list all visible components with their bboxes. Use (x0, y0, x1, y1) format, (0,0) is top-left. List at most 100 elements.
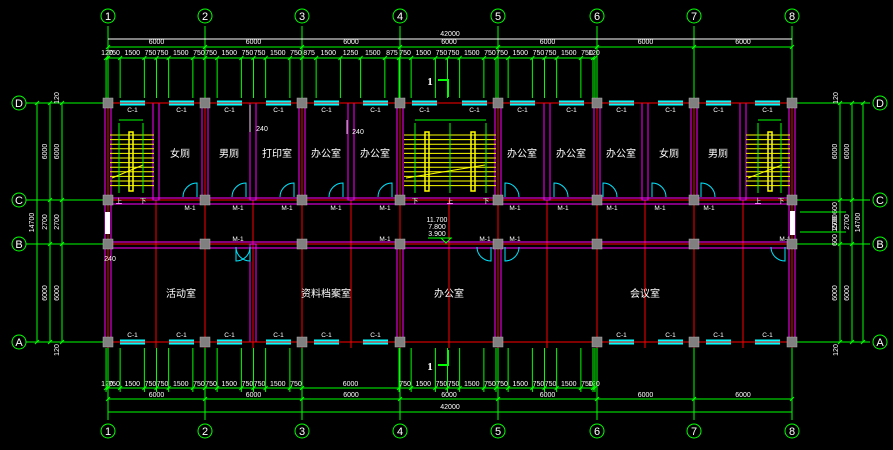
column (102, 97, 114, 109)
door-m1 (279, 182, 295, 198)
column (296, 97, 308, 109)
dim-bottom-detail-label: 750 (254, 381, 266, 388)
axis-bubble-5-top-label: 5 (495, 11, 501, 23)
dim-top-detail-label: 1500 (561, 50, 577, 57)
door-label: M-1 (379, 236, 391, 243)
dim-bottom-detail-label: 1500 (415, 381, 431, 388)
section-mark-top-label: 1 (427, 76, 433, 88)
door-m1 (770, 246, 786, 262)
dim-top-detail-label: 750 (145, 50, 157, 57)
stair-center-direction-label: 下 (412, 197, 419, 205)
column (688, 97, 700, 109)
dim-top-detail-label: 750 (533, 50, 545, 57)
column (394, 336, 406, 348)
door-label: M-1 (184, 205, 196, 212)
dim-top-bay-label: 6000 (540, 39, 556, 46)
section-mark-top (438, 79, 449, 97)
dim-right-total-tick (860, 339, 866, 345)
columns (102, 97, 798, 348)
stair-center-direction-label: 上 (447, 196, 454, 205)
dim-bottom-detail-label: 750 (399, 381, 411, 388)
door-m1 (377, 182, 393, 198)
column (492, 97, 504, 109)
dim-right-bay-tick (837, 100, 843, 106)
dim-top-bay-label: 6000 (441, 39, 457, 46)
axis-bubble-A-right (872, 334, 888, 350)
axis-bubble-8-top (784, 8, 800, 24)
dim-left-bay-tick (47, 339, 53, 345)
axis-bubble-6-bottom (589, 423, 605, 439)
stair-center-direction-label: 下 (483, 197, 490, 205)
dim-bottom-detail-label: 1500 (173, 381, 189, 388)
dim-top-detail-label: 1500 (512, 50, 528, 57)
wall-thickness-note: 240 (352, 129, 364, 136)
room-label-north: 办公室 (606, 147, 636, 160)
door-m1 (476, 246, 492, 262)
dim-left-bay-tick (47, 100, 53, 106)
dim-right-detail-tick (849, 100, 855, 106)
dim-right-bay-tick (837, 197, 843, 203)
dim-bottom-detail-label: 750 (533, 381, 545, 388)
axis-bubble-6-top (589, 8, 605, 24)
column (394, 194, 406, 206)
column (591, 336, 603, 348)
window-label: C-1 (469, 107, 480, 114)
dim-left-bay-tick (47, 197, 53, 203)
dim-bottom-bay-tick (789, 396, 795, 402)
axis-bubble-B-right (872, 236, 888, 252)
column (296, 336, 308, 348)
door-label: M-1 (232, 236, 244, 243)
stair-west-cut-line (111, 164, 144, 179)
dim-left-detail-label: 6000 (54, 144, 61, 160)
column (296, 238, 308, 250)
window-label: C-1 (321, 332, 332, 339)
axis-bubble-4-bottom (392, 423, 408, 439)
dim-top-bay-tick (105, 44, 111, 50)
column (199, 194, 211, 206)
dim-bottom-detail-label: 750 (484, 381, 496, 388)
axis-bubble-8-bottom (784, 423, 800, 439)
window-end-west (105, 212, 110, 234)
dim-right-detail-label: 6000 (844, 285, 851, 301)
door-m1 (235, 246, 251, 262)
axis-bubble-7-bottom-label: 7 (691, 426, 697, 438)
window-label: C-1 (224, 332, 235, 339)
dim-bottom-detail-label: 120 (101, 381, 113, 388)
door-label: M-1 (479, 236, 491, 243)
dim-bottom-detail-label: 750 (545, 381, 557, 388)
dim-bottom-bay-tick (202, 396, 208, 402)
dim-top-bay-label: 6000 (149, 39, 165, 46)
room-label-south: 活动室 (166, 287, 196, 300)
axis-bubble-C-right-label: C (876, 195, 884, 207)
window-label: C-1 (370, 107, 381, 114)
dim-left-detail-tick (59, 241, 65, 247)
window-label: C-1 (616, 332, 627, 339)
axis-bubble-A-right-label: A (876, 337, 884, 349)
stair-west-direction-label: 下 (140, 197, 147, 205)
window-label: C-1 (419, 107, 430, 114)
section-mark-bottom-label: 1 (427, 361, 433, 373)
door-label: M-1 (509, 236, 521, 243)
door-label: M-1 (330, 205, 342, 212)
dim-top-bay-label: 6000 (343, 39, 359, 46)
dim-left-detail-tick (59, 197, 65, 203)
axis-bubble-8-bottom-label: 8 (789, 426, 795, 438)
axis-bubble-7-top (686, 8, 702, 24)
dim-top-detail-label: 1500 (270, 50, 286, 57)
dim-bottom-detail-label: 750 (145, 381, 157, 388)
window-label: C-1 (370, 332, 381, 339)
wall-partition-north (739, 102, 747, 201)
dim-top-detail-label: 1500 (124, 50, 140, 57)
column (786, 97, 798, 109)
window-label: C-1 (127, 107, 138, 114)
room-labels: 女厕男厕打印室办公室办公室办公室办公室办公室女厕男厕活动室资料档案室办公室会议室 (166, 147, 728, 300)
room-label-north: 打印室 (262, 147, 292, 160)
wall-partition-north (347, 102, 355, 201)
window-label: C-1 (321, 107, 332, 114)
dim-right-bc-label: 600 (832, 202, 839, 214)
dim-top-detail-label: 750 (448, 50, 460, 57)
elevation-marker-triangle (439, 237, 453, 244)
door-label: M-1 (509, 205, 521, 212)
